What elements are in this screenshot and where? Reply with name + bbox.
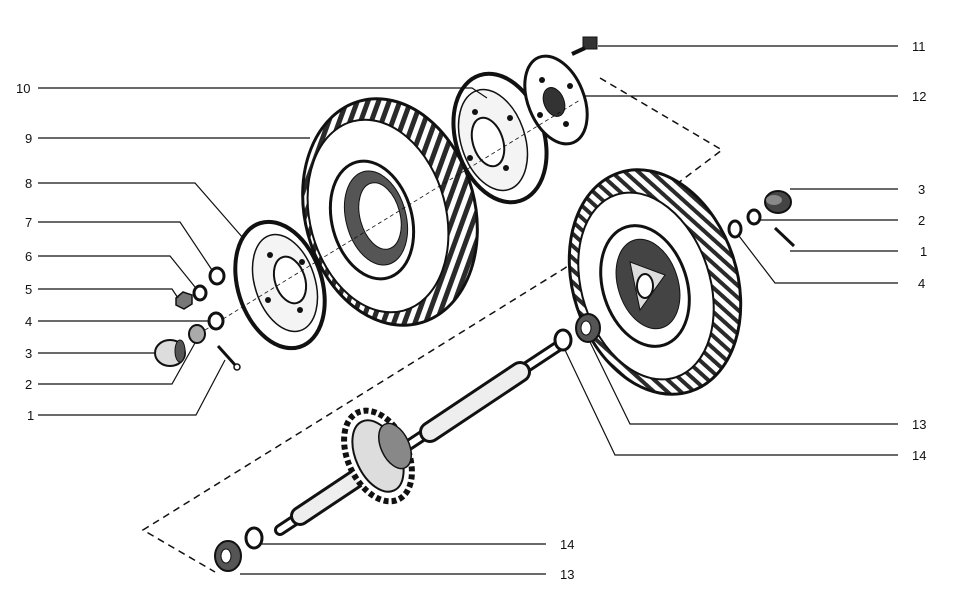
callout-labels-right: 11 12 3 2 1 4 13 14: [912, 39, 927, 463]
callout-6-left: 6: [25, 249, 32, 264]
axle-right-bearing: [553, 313, 601, 352]
leader-lines: [38, 45, 898, 575]
callout-14-bottom: 14: [560, 537, 574, 552]
axle-left-bearing: [214, 526, 264, 572]
callout-10-left: 10: [16, 81, 30, 96]
right-small-parts: [727, 190, 796, 248]
tire-left: [301, 97, 479, 327]
callout-4-left: 4: [25, 314, 32, 329]
wheel-right: [567, 168, 743, 396]
callout-labels-bottom: 14 13: [560, 537, 574, 582]
rim-half-right: [451, 71, 549, 205]
callout-13-right: 13: [912, 417, 926, 432]
callout-13-bottom: 13: [560, 567, 574, 582]
callout-2-right: 2: [918, 213, 925, 228]
callout-2-left: 2: [25, 377, 32, 392]
callout-9-left: 9: [25, 131, 32, 146]
axle-sprocket: [341, 407, 415, 505]
callout-5-left: 5: [25, 282, 32, 297]
callout-12-right: 12: [912, 89, 926, 104]
callout-labels-left: 10 9 8 7 6 5 4 3 2 1: [16, 81, 34, 423]
hub-bolt: [571, 36, 598, 56]
rim-half-left: [233, 219, 327, 351]
wheel-axis-line: [204, 99, 581, 331]
hub-plate: [523, 54, 589, 146]
axle-shaft: [274, 339, 566, 536]
callout-1-right: 1: [920, 244, 927, 259]
callout-4-right: 4: [918, 276, 925, 291]
callout-1-left: 1: [27, 408, 34, 423]
callout-3-right: 3: [918, 182, 925, 197]
callout-8-left: 8: [25, 176, 32, 191]
left-small-parts: [154, 266, 241, 371]
callout-7-left: 7: [25, 215, 32, 230]
callout-14-right: 14: [912, 448, 926, 463]
assembly-guide-dashed: [141, 77, 724, 573]
callout-3-left: 3: [25, 346, 32, 361]
callout-11-right: 11: [912, 39, 926, 54]
